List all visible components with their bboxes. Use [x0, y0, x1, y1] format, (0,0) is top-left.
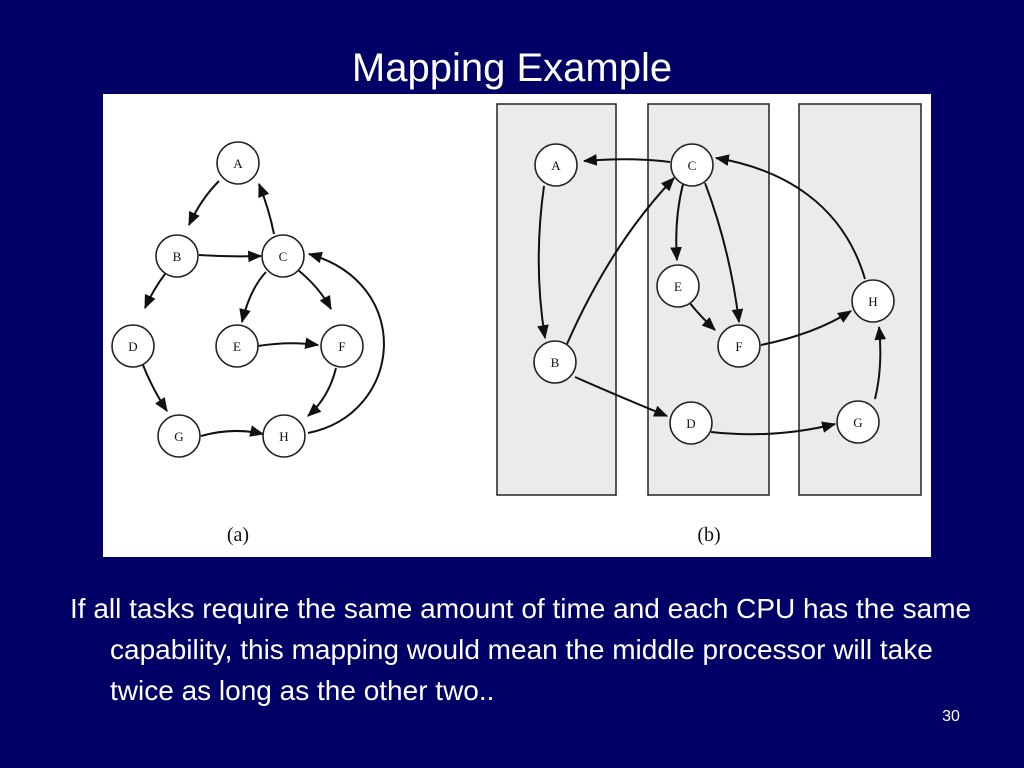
slide-number: 30 [942, 708, 960, 725]
task-graph-figure: A B C D E F G H A C E H F B D G (a) (b) [103, 94, 931, 557]
graph-a-node-G: G [157, 414, 201, 458]
svg-text:E: E [233, 339, 241, 354]
svg-text:D: D [686, 416, 695, 431]
edge-a-C-E [239, 271, 267, 324]
svg-text:E: E [674, 279, 682, 294]
edge-b-C-E [670, 183, 684, 262]
edge-b-F-H [760, 310, 852, 346]
svg-text:D: D [128, 339, 137, 354]
graph-a-node-E: E [215, 324, 259, 368]
edge-a-E-F [257, 337, 320, 350]
edge-b-H-C [714, 154, 866, 280]
edge-a-H-C [307, 251, 385, 434]
svg-text:H: H [279, 429, 288, 444]
edge-b-G-H [874, 325, 887, 400]
edge-a-A-B [188, 180, 220, 227]
graph-a-node-A: A [216, 141, 260, 185]
edge-b-A-B [537, 185, 549, 340]
edges-graph-b [537, 154, 887, 436]
edge-a-C-F [297, 269, 332, 311]
graph-a-node-F: F [320, 324, 364, 368]
svg-text:C: C [279, 249, 288, 264]
graph-b-node-F: F [717, 324, 761, 368]
edge-a-B-D [144, 273, 166, 310]
svg-text:F: F [735, 339, 742, 354]
graph-b-node-B: B [533, 340, 577, 384]
svg-text:A: A [551, 158, 561, 173]
edge-b-C-A [582, 154, 671, 166]
svg-text:B: B [551, 355, 560, 370]
edge-a-G-H [200, 425, 265, 437]
edge-a-F-H [307, 367, 337, 417]
svg-text:B: B [173, 249, 182, 264]
graph-a-node-H: H [262, 414, 306, 458]
svg-text:A: A [233, 156, 243, 171]
edge-b-E-F [688, 301, 716, 331]
graph-a-node-C: C [261, 234, 305, 278]
slide-title: Mapping Example [351, 46, 673, 90]
edge-b-C-F [704, 182, 744, 324]
nodes-graph-b: A C E H F B D G [533, 143, 895, 445]
graph-b-node-A: A [534, 143, 578, 187]
svg-text:H: H [868, 294, 877, 309]
caption-a: (a) [227, 524, 249, 546]
edges-graph-a [142, 180, 385, 437]
graph-b-node-H: H [851, 279, 895, 323]
nodes-graph-a: A B C D E F G H [111, 141, 364, 458]
slide-body-text: If all tasks require the same amount of … [70, 593, 972, 706]
caption-b: (b) [697, 524, 720, 546]
edge-b-D-G [710, 421, 837, 436]
edge-a-B-C [198, 250, 263, 263]
graph-a-node-B: B [155, 234, 199, 278]
edge-b-B-C [566, 177, 675, 345]
svg-text:F: F [338, 339, 345, 354]
graph-b-node-D: D [669, 401, 713, 445]
edge-a-D-G [142, 364, 168, 412]
edge-a-C-A [258, 182, 275, 235]
mapping-diagram: A B C D E F G H A C E H F B D G (a) (b) [111, 103, 922, 546]
edge-b-B-D [574, 376, 669, 417]
svg-text:G: G [853, 415, 862, 430]
graph-a-node-D: D [111, 324, 155, 368]
graph-b-node-E: E [656, 264, 700, 308]
graph-b-node-G: G [836, 400, 880, 444]
graph-b-node-C: C [670, 143, 714, 187]
svg-text:C: C [688, 158, 697, 173]
svg-text:G: G [174, 429, 183, 444]
